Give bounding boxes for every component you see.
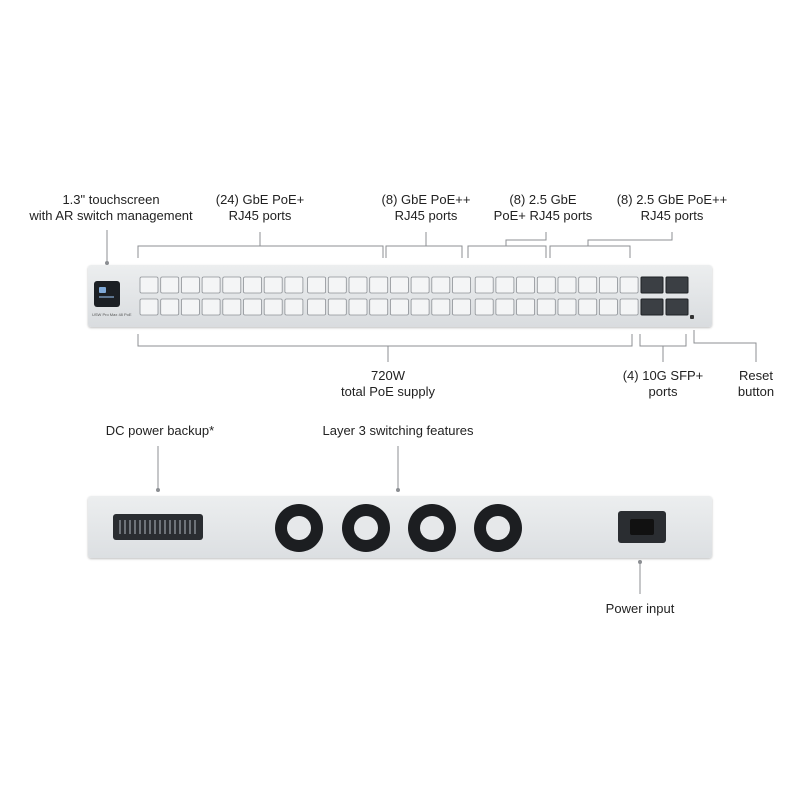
rj45-port[interactable] xyxy=(285,277,303,293)
switch-back-panel xyxy=(88,496,712,558)
label-line: ports xyxy=(608,384,718,400)
rj45-port[interactable] xyxy=(558,277,576,293)
switch-front-panel: USW Pro Max 48 PoE xyxy=(88,265,712,327)
label-line: (8) 2.5 GbE PoE++ xyxy=(612,192,732,208)
sfp-port[interactable] xyxy=(641,277,663,293)
dc-backup-label: DC power backup* xyxy=(80,423,240,439)
label-line: Reset xyxy=(724,368,788,384)
rj45-port[interactable] xyxy=(453,299,471,315)
rj45-port[interactable] xyxy=(370,277,388,293)
label-line: (24) GbE PoE+ xyxy=(205,192,315,208)
rj45-port[interactable] xyxy=(411,277,429,293)
gbe-poe-plusplus-label: (8) GbE PoE++ RJ45 ports xyxy=(371,192,481,224)
rj45-port[interactable] xyxy=(432,299,450,315)
rj45-port[interactable] xyxy=(349,277,367,293)
rj45-port[interactable] xyxy=(181,299,199,315)
fan-icon xyxy=(408,504,456,552)
rj45-port[interactable] xyxy=(517,277,535,293)
rj45-port[interactable] xyxy=(349,299,367,315)
rj45-port[interactable] xyxy=(537,277,555,293)
rj45-port[interactable] xyxy=(264,299,282,315)
rj45-port[interactable] xyxy=(264,277,282,293)
rj45-port[interactable] xyxy=(181,277,199,293)
rj45-port[interactable] xyxy=(579,277,597,293)
reset-label: Reset button xyxy=(724,368,788,400)
rj45-port[interactable] xyxy=(161,299,179,315)
rj45-port[interactable] xyxy=(411,299,429,315)
label-line: with AR switch management xyxy=(26,208,196,224)
sfp-port[interactable] xyxy=(666,277,688,293)
rj45-port[interactable] xyxy=(223,299,241,315)
label-line: RJ45 ports xyxy=(612,208,732,224)
reset-button[interactable] xyxy=(690,315,694,319)
rj45-port[interactable] xyxy=(202,277,220,293)
label-line: PoE+ RJ45 ports xyxy=(488,208,598,224)
rj45-port[interactable] xyxy=(390,277,408,293)
rj45-port[interactable] xyxy=(140,277,158,293)
label-line: 1.3" touchscreen xyxy=(26,192,196,208)
rj45-port[interactable] xyxy=(475,277,493,293)
rj45-port[interactable] xyxy=(517,299,535,315)
label-line: RJ45 ports xyxy=(205,208,315,224)
sfp-ports xyxy=(641,277,688,315)
rj45-port[interactable] xyxy=(244,299,262,315)
gbe-poe-plus-label: (24) GbE PoE+ RJ45 ports xyxy=(205,192,315,224)
rj45-port[interactable] xyxy=(202,299,220,315)
rj45-port[interactable] xyxy=(579,299,597,315)
rj45-ports xyxy=(140,277,638,315)
rj45-port[interactable] xyxy=(558,299,576,315)
label-line: (4) 10G SFP+ xyxy=(608,368,718,384)
rj45-port[interactable] xyxy=(599,299,617,315)
rj45-port[interactable] xyxy=(285,299,303,315)
power-inlet xyxy=(618,511,666,543)
rj45-port[interactable] xyxy=(496,277,514,293)
label-line: total PoE supply xyxy=(318,384,458,400)
sfp-label: (4) 10G SFP+ ports xyxy=(608,368,718,400)
label-line: (8) 2.5 GbE xyxy=(488,192,598,208)
label-line: RJ45 ports xyxy=(371,208,481,224)
poe-supply-label: 720W total PoE supply xyxy=(318,368,458,400)
rj45-port[interactable] xyxy=(620,277,638,293)
rj45-port[interactable] xyxy=(308,299,326,315)
rj45-port[interactable] xyxy=(453,277,471,293)
g25-poe-plus-label: (8) 2.5 GbE PoE+ RJ45 ports xyxy=(488,192,598,224)
rj45-port[interactable] xyxy=(496,299,514,315)
rj45-port[interactable] xyxy=(140,299,158,315)
fan-icon xyxy=(342,504,390,552)
fan-icon xyxy=(275,504,323,552)
rj45-port[interactable] xyxy=(328,299,346,315)
rj45-port[interactable] xyxy=(599,277,617,293)
rj45-port[interactable] xyxy=(223,277,241,293)
rj45-port[interactable] xyxy=(620,299,638,315)
rj45-port[interactable] xyxy=(308,277,326,293)
power-input-label: Power input xyxy=(570,601,710,617)
rj45-port[interactable] xyxy=(328,277,346,293)
sfp-port[interactable] xyxy=(641,299,663,315)
touchscreen-label: 1.3" touchscreen with AR switch manageme… xyxy=(26,192,196,224)
rj45-port[interactable] xyxy=(390,299,408,315)
dc-power-connector xyxy=(113,514,203,540)
sfp-port[interactable] xyxy=(666,299,688,315)
fan-icon xyxy=(474,504,522,552)
rj45-port[interactable] xyxy=(432,277,450,293)
label-line: (8) GbE PoE++ xyxy=(371,192,481,208)
label-line: button xyxy=(724,384,788,400)
front-ports xyxy=(88,265,712,327)
layer3-label: Layer 3 switching features xyxy=(303,423,493,439)
rj45-port[interactable] xyxy=(537,299,555,315)
rj45-port[interactable] xyxy=(161,277,179,293)
rj45-port[interactable] xyxy=(475,299,493,315)
label-line: 720W xyxy=(318,368,458,384)
rj45-port[interactable] xyxy=(370,299,388,315)
g25-poe-plusplus-label: (8) 2.5 GbE PoE++ RJ45 ports xyxy=(612,192,732,224)
rj45-port[interactable] xyxy=(244,277,262,293)
